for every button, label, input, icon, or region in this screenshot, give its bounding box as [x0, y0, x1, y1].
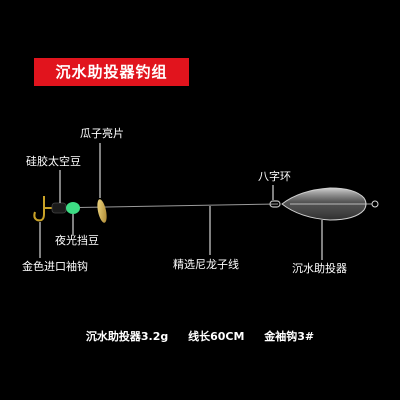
- label-caster: 沉水助投器: [292, 262, 347, 275]
- label-hook: 金色进口袖钩: [22, 260, 88, 273]
- swivel: [269, 200, 281, 208]
- spec-hook: 金袖钩3#: [264, 330, 315, 343]
- title-banner: 沉水助投器钓组: [34, 58, 189, 86]
- label-glow-stop: 夜光挡豆: [55, 234, 99, 247]
- label-space-bean: 硅胶太空豆: [26, 155, 81, 168]
- glow-bead: [66, 202, 80, 214]
- nylon-line: [49, 203, 279, 209]
- label-line: 精选尼龙子线: [173, 258, 239, 271]
- spoon-blade: [97, 199, 107, 223]
- spec-line: 沉水助投器3.2g 线长60CM 金袖钩3#: [0, 328, 400, 344]
- caster-eye: [371, 200, 379, 208]
- label-swivel: 八字环: [258, 170, 291, 183]
- hook-shape: [33, 196, 45, 222]
- space-bean: [51, 202, 67, 214]
- spec-weight: 沉水助投器3.2g: [85, 330, 169, 343]
- spec-length: 线长60CM: [188, 330, 245, 343]
- label-spoon: 瓜子亮片: [80, 127, 124, 140]
